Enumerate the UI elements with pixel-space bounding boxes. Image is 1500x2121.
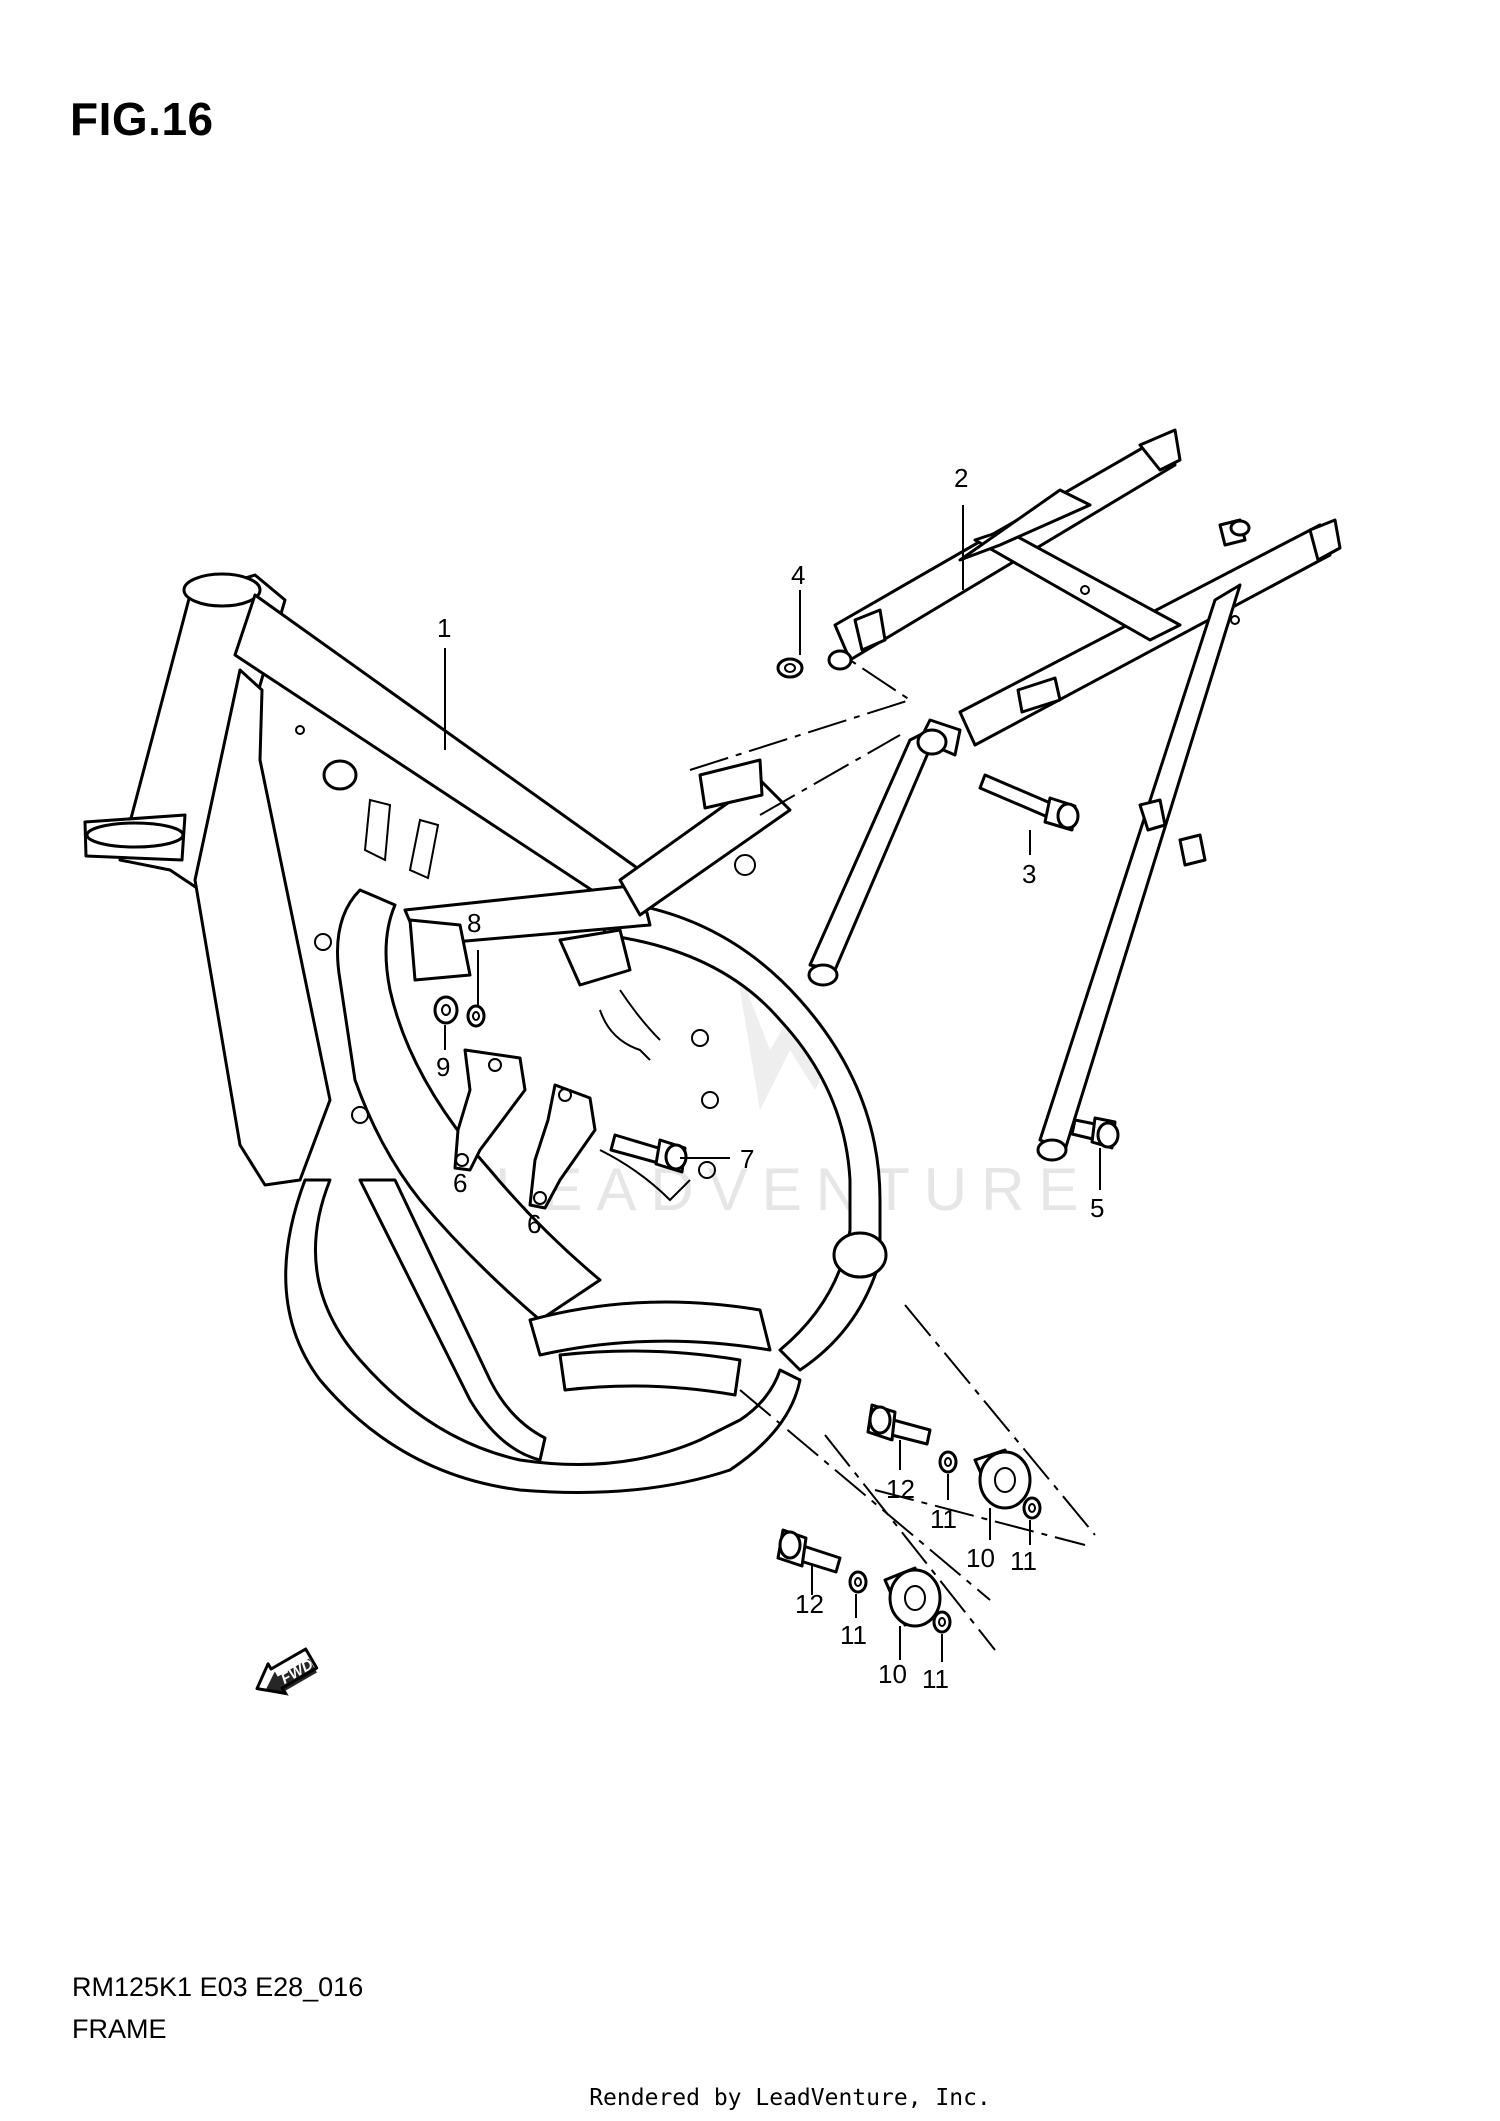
fwd-direction-badge: FWD bbox=[255, 1647, 319, 1696]
part-8-washer bbox=[466, 1004, 486, 1028]
assembly-line bbox=[874, 1489, 1086, 1546]
part-10-roller-lower bbox=[883, 1566, 942, 1628]
section-name: FRAME bbox=[72, 2014, 167, 2044]
callout-10a: 10 bbox=[966, 1543, 995, 1573]
callout-6b: 6 bbox=[527, 1209, 541, 1239]
part-5-bolt bbox=[1070, 1116, 1120, 1150]
assembly-line bbox=[824, 1434, 996, 1651]
part-11-washer-upper-a bbox=[938, 1450, 958, 1474]
main-frame bbox=[83, 572, 888, 1494]
part-11-washer-upper-b bbox=[1022, 1496, 1042, 1520]
assembly-line bbox=[759, 734, 901, 816]
callout-12a: 12 bbox=[886, 1474, 915, 1504]
callout-1: 1 bbox=[437, 613, 451, 643]
callout-3: 3 bbox=[1022, 859, 1036, 889]
callout-10b: 10 bbox=[878, 1659, 907, 1689]
callout-7: 7 bbox=[740, 1144, 754, 1174]
callout-2: 2 bbox=[954, 463, 968, 493]
callout-8: 8 bbox=[467, 908, 481, 938]
part-11-washer-lower-b bbox=[932, 1610, 952, 1634]
assembly-line bbox=[904, 1304, 1096, 1536]
part-9-nut bbox=[433, 995, 459, 1025]
part-3-bolt bbox=[978, 773, 1080, 832]
watermark-text: LEADVENTURE bbox=[495, 1156, 1092, 1223]
part-6-bracket-a bbox=[453, 1048, 527, 1172]
assembly-line bbox=[739, 1389, 991, 1601]
part-4-nut bbox=[776, 657, 804, 679]
callout-labels: 1 2 3 4 5 6 6 7 8 9 10 10 11 11 11 11 12… bbox=[436, 463, 1104, 1694]
callout-11a: 11 bbox=[930, 1504, 957, 1534]
callout-5: 5 bbox=[1090, 1193, 1104, 1223]
leader-lines bbox=[444, 505, 1101, 1662]
callout-11c: 11 bbox=[840, 1620, 867, 1650]
callout-11d: 11 bbox=[922, 1664, 949, 1694]
rear-subframe bbox=[807, 428, 1342, 1162]
callout-12b: 12 bbox=[795, 1589, 824, 1619]
model-code: RM125K1 E03 E28_016 bbox=[72, 1972, 364, 2002]
part-6-bracket-b bbox=[528, 1083, 597, 1210]
footer-credit: Rendered by LeadVenture, Inc. bbox=[589, 2085, 991, 2111]
callout-6a: 6 bbox=[453, 1168, 467, 1198]
part-10-roller-upper bbox=[973, 1448, 1032, 1510]
part-7-bolt bbox=[609, 1133, 688, 1174]
callout-11b: 11 bbox=[1010, 1546, 1037, 1576]
figure-title: FIG.16 bbox=[70, 93, 214, 145]
callout-4: 4 bbox=[791, 560, 805, 590]
part-12-bolt-lower bbox=[776, 1528, 842, 1574]
assembly-line bbox=[689, 659, 913, 771]
part-12-bolt-upper bbox=[866, 1403, 932, 1446]
callout-9: 9 bbox=[436, 1052, 450, 1082]
part-11-washer-lower-a bbox=[848, 1570, 868, 1594]
